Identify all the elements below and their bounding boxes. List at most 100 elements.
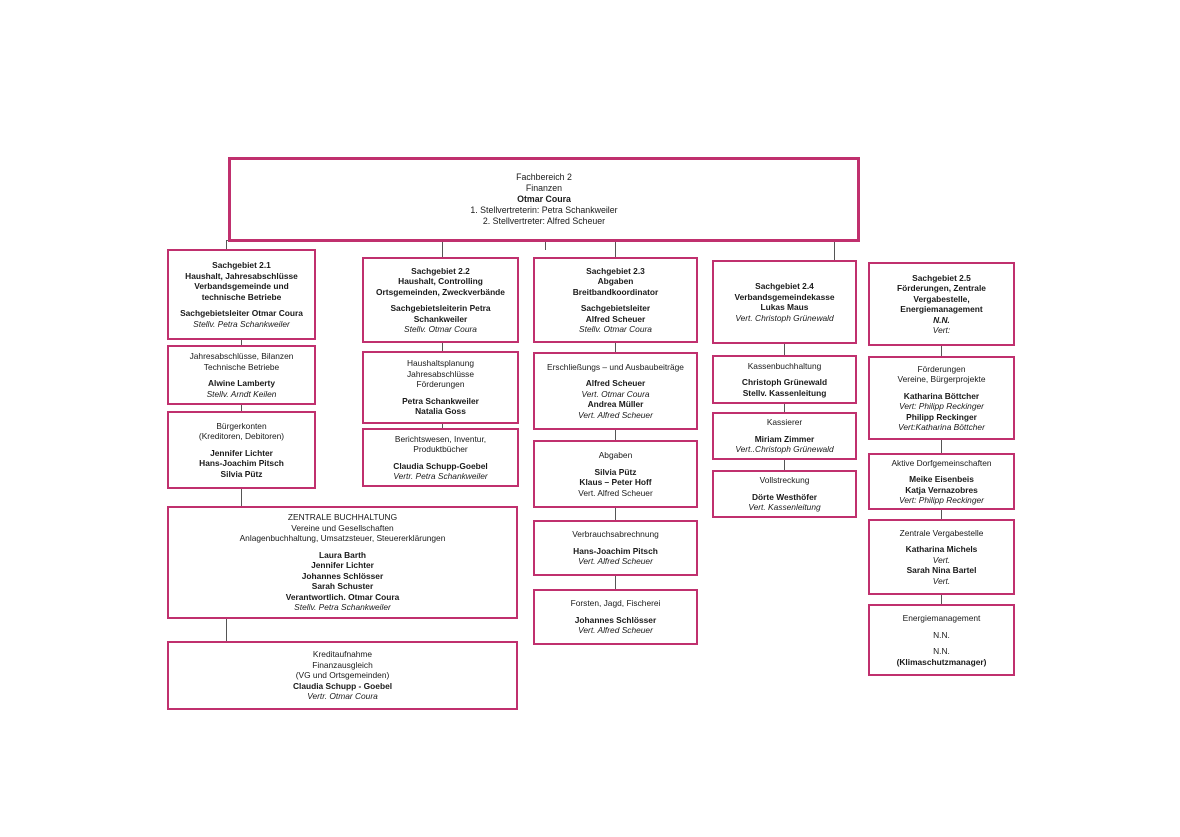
box-text-line: Sachgebietsleiter bbox=[580, 303, 651, 313]
box-text-line: Haushaltsplanung bbox=[406, 358, 475, 369]
box-text-line: Verbandsgemeindekasse bbox=[734, 291, 835, 302]
box-text-line: Vollstreckung bbox=[759, 475, 810, 486]
box-text-line: Vert..Christoph Grünewald bbox=[735, 444, 834, 455]
box-text-line: Vert. Christoph Grünewald bbox=[735, 312, 834, 323]
box-text-line: ZENTRALE BUCHHALTUNG bbox=[287, 512, 398, 523]
box-text-line: Vert. Otmar Coura bbox=[581, 388, 650, 399]
box-text-line: Laura Barth bbox=[318, 549, 366, 560]
connector-line bbox=[442, 240, 443, 257]
box-text-line: Vergabestelle, bbox=[913, 293, 970, 304]
box-text-line: Alfred Scheuer bbox=[585, 378, 646, 389]
box-text-line: Jennifer Lichter bbox=[210, 447, 273, 458]
box-text-line: Sarah Nina Bartel bbox=[906, 565, 977, 576]
org-box-buergerkonten: Bürgerkonten(Kreditoren, Debitoren)Jenni… bbox=[167, 411, 316, 489]
connector-line bbox=[442, 424, 443, 428]
box-text-line: Claudia Schupp - Goebel bbox=[292, 680, 393, 691]
box-text-line: Zentrale Vergabestelle bbox=[899, 527, 984, 538]
box-text-line: Anlagenbuchhaltung, Umsatzsteuer, Steuer… bbox=[239, 533, 446, 544]
connector-line bbox=[941, 595, 942, 604]
connector-line bbox=[241, 405, 242, 411]
box-text-line: Sachgebiet 2.3 bbox=[586, 265, 645, 276]
box-text-line: Vereine, Bürgerprojekte bbox=[897, 374, 986, 384]
box-text-line: Förderungen, Zentrale bbox=[897, 283, 986, 293]
box-text-line: Natalia Goss bbox=[415, 406, 466, 417]
connector-line bbox=[226, 240, 227, 249]
box-text-line: Technische Betriebe bbox=[203, 361, 280, 372]
box-text-line: Silvia Pütz bbox=[220, 468, 263, 479]
box-text-line: Stellv. Petra Schankweiler bbox=[193, 318, 290, 329]
box-text-line: Hans-Joachim Pitsch bbox=[199, 458, 284, 469]
box-text-line: Lukas Maus bbox=[760, 302, 809, 312]
box-text-line: Stellv. Otmar Coura bbox=[404, 324, 477, 334]
box-text-line: Jennifer Lichter bbox=[311, 560, 374, 571]
connector-line bbox=[941, 346, 942, 356]
connector-line bbox=[615, 576, 616, 589]
box-text-line: Alwine Lamberty bbox=[207, 378, 276, 388]
box-text-line: Sachgebietsleiter Otmar Coura bbox=[180, 308, 303, 318]
box-text-line: Vert. Alfred Scheuer bbox=[578, 409, 653, 420]
box-text-line: Vert. Alfred Scheuer bbox=[578, 556, 653, 567]
box-text-line: Vert. Alfred Scheuer bbox=[578, 625, 653, 636]
box-text-line: Haushalt, Controlling bbox=[398, 276, 483, 286]
connector-line bbox=[941, 440, 942, 453]
box-text-line: Philipp Reckinger bbox=[906, 411, 977, 422]
box-text-line: N.N. bbox=[933, 646, 950, 656]
box-text-line: Andrea Müller bbox=[587, 399, 644, 410]
box-text-line: Schankweiler bbox=[413, 313, 468, 324]
connector-line bbox=[545, 240, 546, 250]
box-text-line: Klaus – Peter Hoff bbox=[579, 477, 652, 487]
box-text-line: Vert:Katharina Böttcher bbox=[898, 422, 985, 432]
connector-line bbox=[784, 460, 785, 470]
box-text-line: Meike Eisenbeis bbox=[909, 474, 974, 484]
box-text-line: Claudia Schupp-Goebel bbox=[393, 460, 488, 471]
box-text-line: Alfred Scheuer bbox=[585, 313, 646, 324]
box-text-line: (VG und Ortsgemeinden) bbox=[295, 670, 390, 681]
box-text-line: Verantwortlich. Otmar Coura bbox=[285, 591, 400, 602]
box-text-line: Finanzen bbox=[525, 183, 563, 194]
box-text-line: Kassierer bbox=[766, 417, 803, 428]
box-text-line: Finanzausgleich bbox=[312, 659, 373, 670]
box-text-line: Sachgebiet 2.2 bbox=[411, 265, 470, 276]
box-text-line: Breitbandkoordinator bbox=[572, 286, 659, 297]
box-text-line: (Klimaschutzmanager) bbox=[896, 656, 987, 667]
box-text-line: N.N. bbox=[933, 314, 950, 325]
box-text-line: Verbrauchsabrechnung bbox=[572, 529, 659, 540]
connector-line bbox=[784, 344, 785, 355]
box-text-line: Miriam Zimmer bbox=[754, 433, 815, 444]
box-text-line: Fachbereich 2 bbox=[516, 172, 572, 183]
box-text-line: Forsten, Jagd, Fischerei bbox=[570, 598, 661, 609]
box-text-line: Vert: Philipp Reckinger bbox=[899, 401, 984, 411]
box-text-line: Jahresabschlüsse bbox=[406, 368, 475, 379]
box-text-line: Vert. bbox=[932, 575, 951, 586]
connector-line bbox=[615, 430, 616, 440]
box-text-line: Vertr. Otmar Coura bbox=[307, 691, 378, 702]
box-text-line: Stellv. Otmar Coura bbox=[579, 324, 652, 334]
connector-line bbox=[226, 619, 227, 641]
box-text-line: Katharina Böttcher bbox=[903, 390, 980, 401]
box-text-line: Kassenbuchhaltung bbox=[747, 360, 822, 371]
connector-line bbox=[941, 510, 942, 519]
box-text-line: Johannes Schlösser bbox=[301, 570, 384, 581]
box-text-line: Sarah Schuster bbox=[311, 581, 374, 592]
box-text-line: Verbandsgemeinde und bbox=[194, 281, 289, 291]
box-text-line: Sachgebiet 2.5 bbox=[912, 272, 971, 283]
box-text-line: Stellv. Petra Schankweiler bbox=[294, 602, 391, 613]
box-text-line: Energiemanagement bbox=[900, 304, 983, 314]
box-text-line: Dörte Westhöfer bbox=[752, 491, 817, 502]
box-text-line: Sachgebiet 2.1 bbox=[212, 260, 271, 270]
